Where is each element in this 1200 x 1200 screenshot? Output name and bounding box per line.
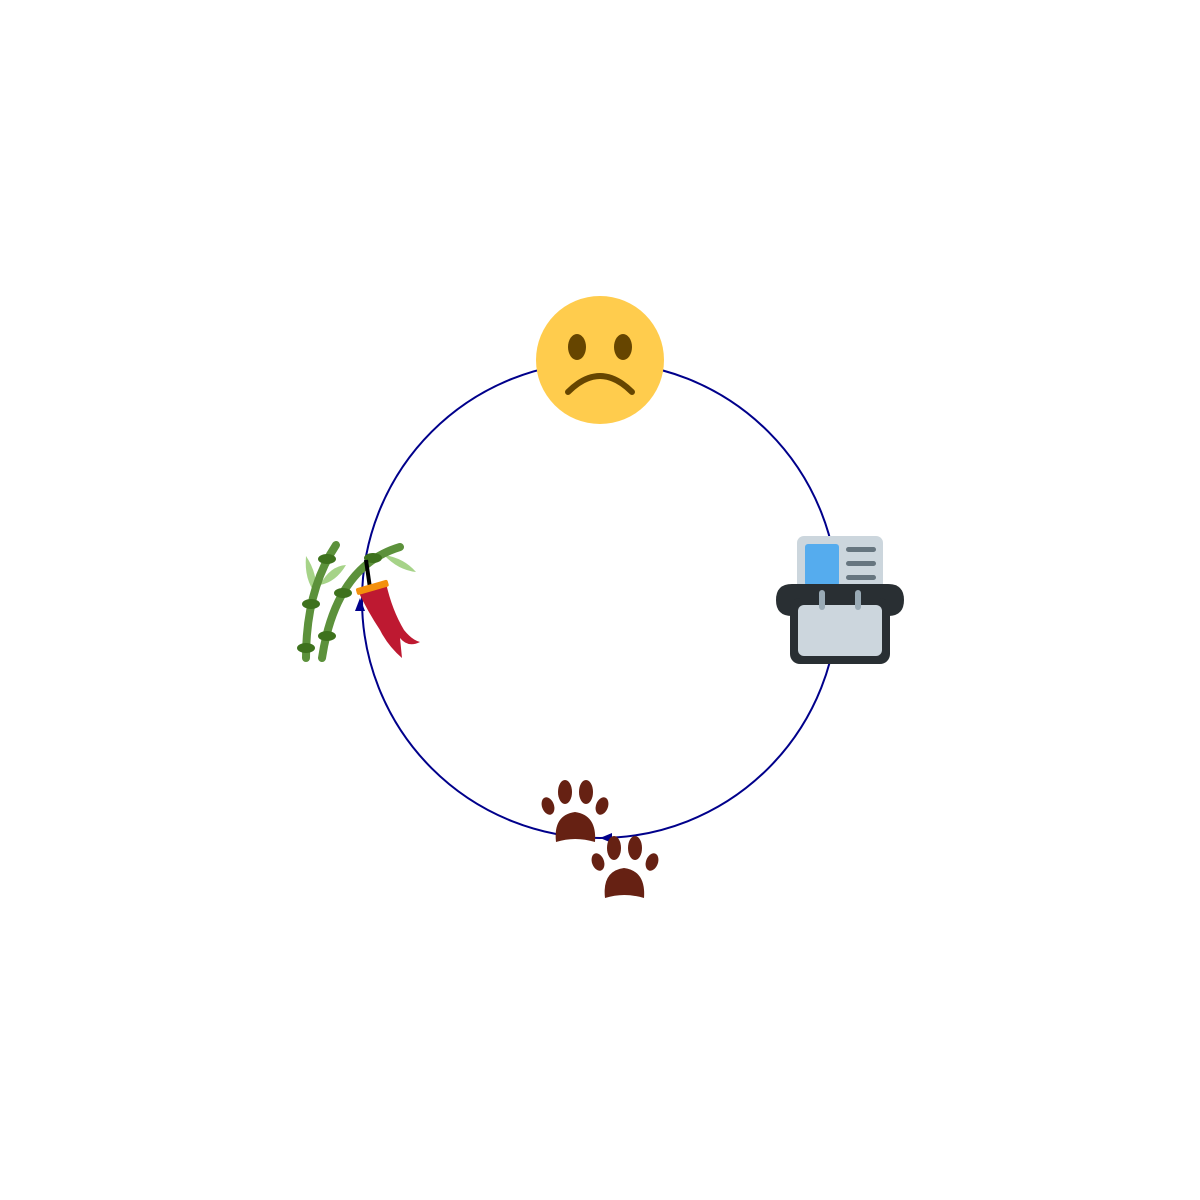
card-file-box-icon xyxy=(776,536,904,664)
arrowhead-to-tanabata xyxy=(355,598,365,611)
paw-prints-icon xyxy=(541,780,659,898)
cycle-ring xyxy=(361,361,839,839)
node-card-file-box xyxy=(776,536,904,664)
frowning-face-icon xyxy=(536,296,664,424)
node-frowning-face xyxy=(536,296,664,424)
node-tanabata-tree xyxy=(297,541,420,662)
tanabata-tree-icon xyxy=(297,541,420,662)
node-paw-prints xyxy=(541,780,659,898)
